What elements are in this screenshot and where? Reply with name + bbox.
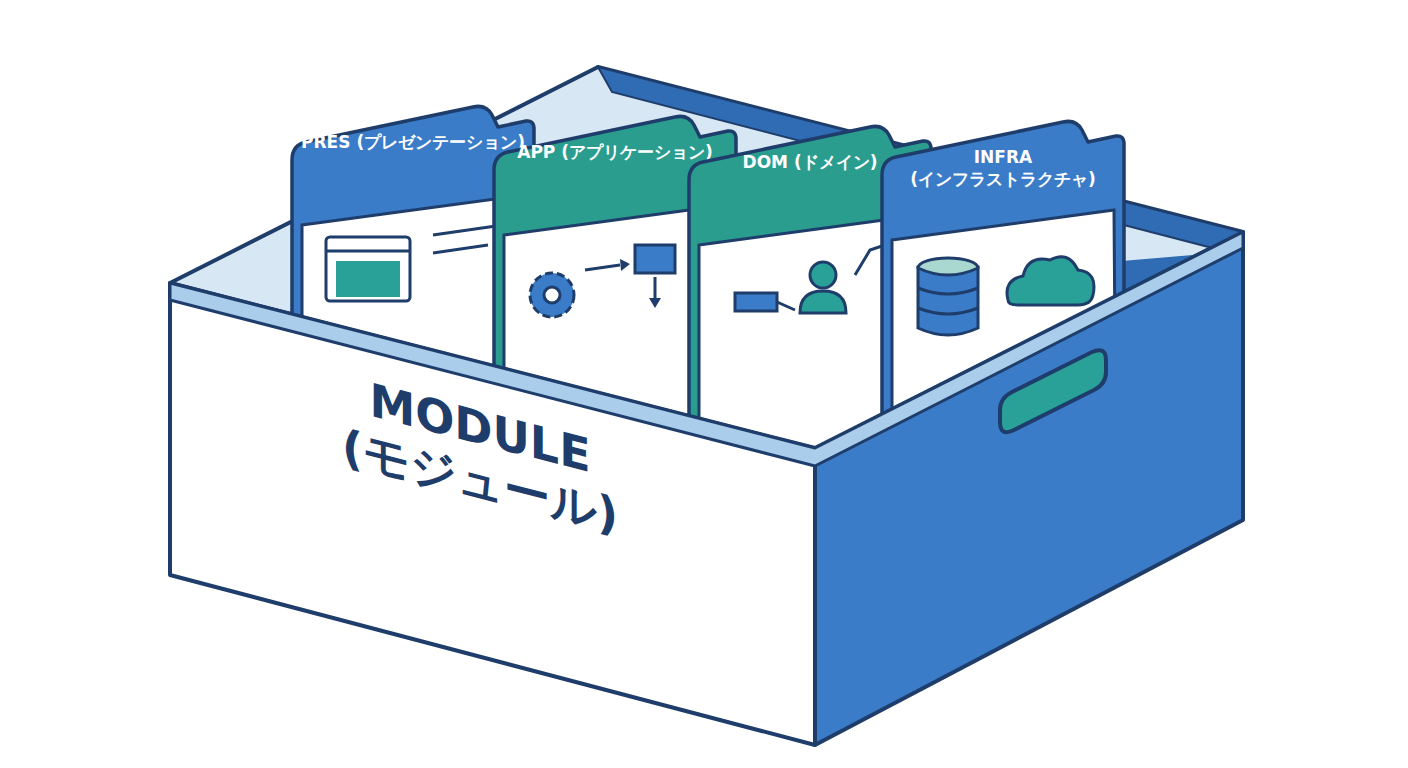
box-front xyxy=(160,50,1255,755)
gear-hub xyxy=(544,287,560,303)
text-line xyxy=(433,245,488,253)
window-content xyxy=(336,261,400,297)
arrow-head xyxy=(649,298,661,308)
database-rings xyxy=(918,288,978,314)
block-icon xyxy=(635,245,675,273)
folder-tab-label: APP (アプリケーション) xyxy=(502,141,728,163)
cloud-icon xyxy=(1007,257,1094,305)
box-handle xyxy=(1000,350,1106,432)
folder-body xyxy=(882,121,1124,480)
gear-icon xyxy=(530,273,574,317)
arrow-line xyxy=(654,277,657,300)
entity-icon xyxy=(735,293,777,311)
arrow-head xyxy=(620,259,630,271)
window-bar xyxy=(326,250,410,253)
module-box: MODULE (モジュール)PRES (プレゼンテーション)APP (アプリケー… xyxy=(160,50,1255,755)
arrow-line xyxy=(585,265,620,270)
folder-sheet xyxy=(892,210,1116,480)
folder-tab-label: PRES (プレゼンテーション) xyxy=(300,131,526,153)
folder-tab-label: INFRA (インフラストラクチャ) xyxy=(890,146,1116,190)
link-line xyxy=(777,302,795,310)
window-icon xyxy=(326,237,410,301)
database-body xyxy=(918,268,978,335)
person-head xyxy=(810,262,836,288)
person-body xyxy=(800,291,846,313)
